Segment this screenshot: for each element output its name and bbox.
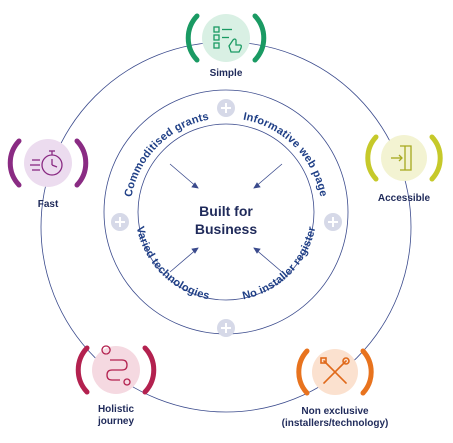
node-non-exclusive-label-line1: Non exclusive: [301, 406, 369, 417]
arc-label-informative-web-page: Informative web page: [242, 111, 329, 198]
node-holistic-label-line2: journey: [97, 416, 135, 427]
node-accessible-label: Accessible: [378, 193, 431, 204]
plus-marker-right: [324, 213, 342, 231]
arc-label-commoditised-grants: Commoditised grants: [123, 111, 210, 198]
center-title-line2: Business: [195, 221, 257, 237]
node-simple: Simple: [185, 13, 267, 79]
node-holistic: Holistic journey: [75, 345, 157, 427]
node-non-exclusive-label-line2: (installers/technology): [282, 418, 389, 429]
center-title-line1: Built for: [199, 203, 253, 219]
node-holistic-label-line1: Holistic: [98, 404, 135, 415]
checklist-icon: [213, 26, 242, 53]
inner-ring: [137, 123, 315, 301]
node-fast-label: Fast: [38, 199, 59, 210]
route-icon: [101, 345, 131, 386]
node-fast: Fast: [7, 138, 89, 210]
node-simple-label: Simple: [210, 68, 243, 79]
center-arrows: [169, 163, 283, 273]
stopwatch-icon: [30, 150, 63, 176]
plus-marker-bottom: [217, 319, 235, 337]
plus-marker-top: [217, 99, 235, 117]
tools-icon: [320, 357, 350, 384]
node-accessible: Accessible: [365, 134, 443, 204]
door-enter-icon: [391, 145, 412, 171]
node-non-exclusive: Non exclusive (installers/technology): [282, 348, 389, 429]
plus-marker-left: [111, 213, 129, 231]
